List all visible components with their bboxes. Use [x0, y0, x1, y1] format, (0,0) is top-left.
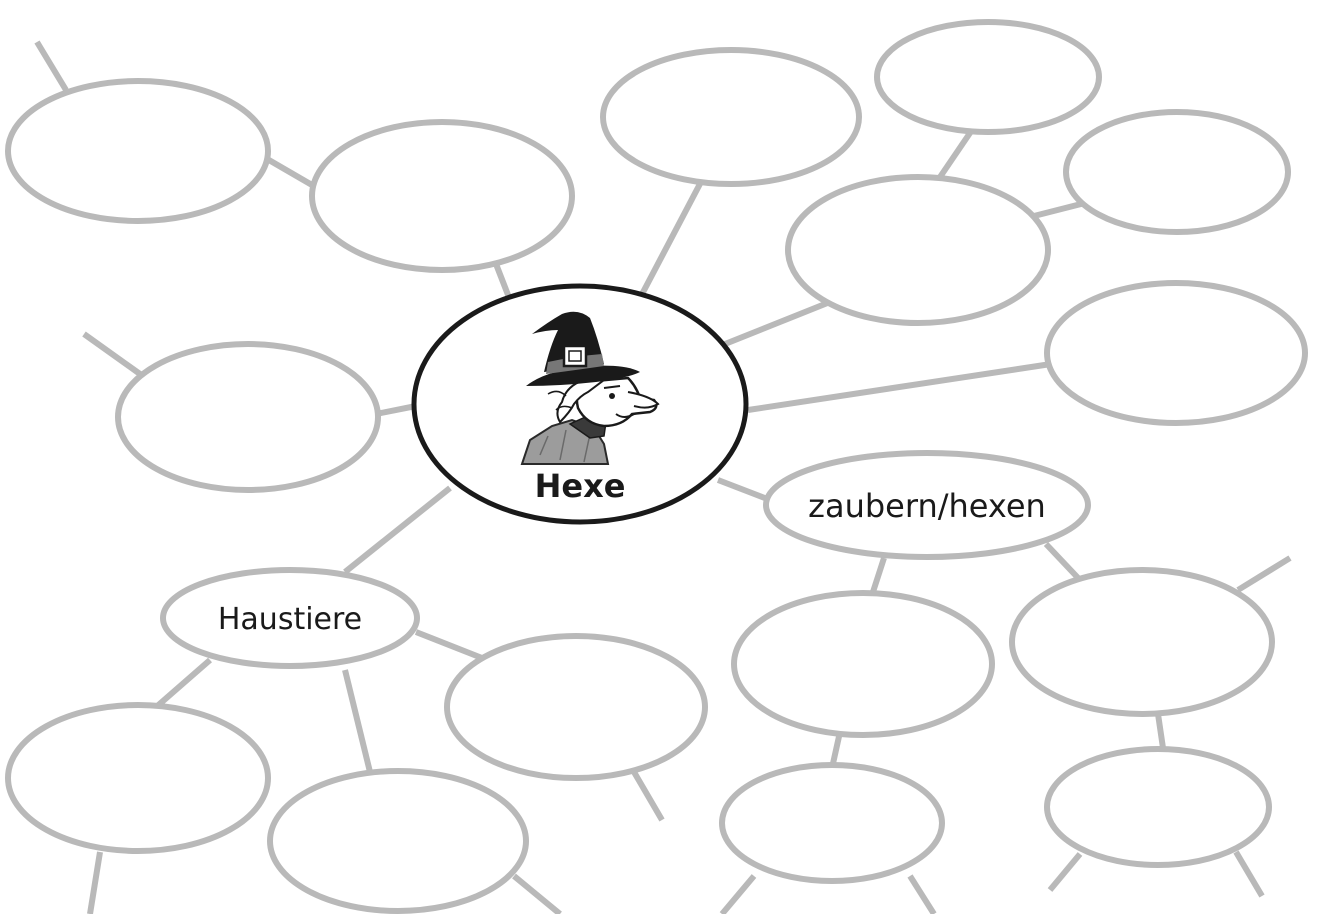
connector-line — [1047, 852, 1083, 892]
connector-line — [153, 657, 212, 711]
empty-bubble[interactable] — [1063, 109, 1291, 235]
connector-line — [1233, 850, 1265, 898]
connector-line — [1236, 555, 1292, 593]
empty-bubble[interactable] — [5, 702, 271, 854]
connector-line — [631, 770, 665, 822]
connector-line — [375, 403, 417, 417]
empty-bubble[interactable] — [731, 590, 995, 738]
empty-bubble[interactable] — [5, 78, 271, 224]
empty-bubble[interactable] — [115, 341, 381, 493]
empty-bubble[interactable] — [444, 633, 708, 781]
connector-line — [907, 874, 937, 914]
connector-line — [719, 874, 757, 914]
empty-bubble[interactable] — [719, 762, 945, 884]
connector-line — [1155, 713, 1166, 749]
connector-line — [343, 485, 452, 575]
connector-line — [414, 629, 484, 661]
empty-bubble[interactable] — [874, 19, 1102, 135]
empty-bubble[interactable] — [267, 768, 529, 914]
connector-line — [260, 153, 314, 188]
branch-bubble[interactable] — [160, 567, 420, 669]
empty-bubble[interactable] — [600, 47, 862, 187]
connector-line — [869, 557, 887, 596]
connector-line — [342, 669, 373, 773]
connector-line — [718, 299, 832, 349]
branch-label: zaubern/hexen — [808, 487, 1046, 525]
connector-line — [829, 731, 843, 769]
empty-bubble[interactable] — [1044, 280, 1308, 426]
empty-bubble[interactable] — [785, 174, 1051, 326]
branch-haustiere: Haustiere — [160, 567, 420, 669]
connector-line — [512, 873, 562, 914]
center-label: Hexe — [535, 467, 626, 505]
connector-line — [1043, 541, 1083, 583]
connector-line — [82, 331, 142, 377]
empty-bubble[interactable] — [309, 119, 575, 273]
empty-bubble[interactable] — [1044, 746, 1272, 868]
connector-line — [637, 178, 705, 300]
branch-label: Haustiere — [218, 602, 362, 637]
center-node: Hexe — [411, 283, 749, 525]
branch-bubble[interactable] — [763, 450, 1091, 560]
connector-line — [1029, 200, 1086, 220]
branch-zaubern: zaubern/hexen — [763, 450, 1091, 560]
connector-line — [493, 262, 513, 302]
connector-lines — [34, 40, 1292, 914]
witch-icon — [520, 311, 660, 465]
empty-bubbles — [5, 19, 1308, 914]
connector-line — [747, 361, 1052, 413]
connector-line — [87, 851, 103, 914]
connector-line — [34, 40, 69, 92]
connector-line — [935, 128, 975, 182]
connector-line — [716, 477, 772, 503]
empty-bubble[interactable] — [1009, 567, 1275, 717]
